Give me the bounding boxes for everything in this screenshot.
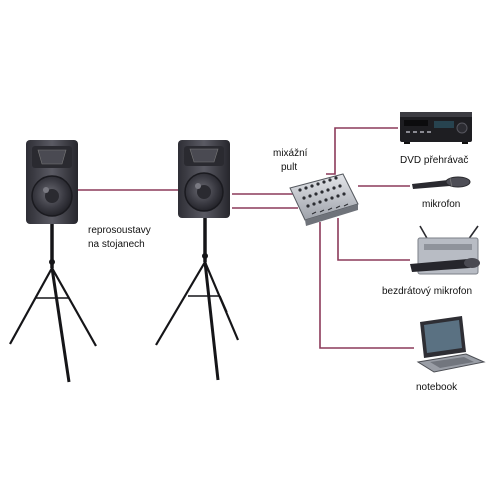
cable-mixer-to-notebook (319, 222, 414, 349)
notebook-computer (416, 316, 486, 373)
stand-left (9, 224, 97, 383)
mixer-console (289, 173, 359, 226)
mixer-label-line2: pult (281, 162, 297, 173)
speakers-label-line2: na stojanech (88, 239, 145, 250)
microphone (412, 176, 471, 189)
speaker-right (178, 140, 230, 218)
dvd-player (400, 112, 472, 144)
speakers-label-line1: reprosoustavy (88, 225, 151, 236)
speaker-left (26, 140, 78, 224)
notebook-label: notebook (416, 382, 458, 393)
wireless-mic-label: bezdrátový mikrofon (382, 286, 472, 297)
mixer-label-line1: mixážní (273, 148, 308, 159)
stand-right (155, 218, 240, 381)
wireless-mic-set (410, 225, 480, 275)
mic-label: mikrofon (422, 199, 460, 210)
cable-mixer-to-wireless (337, 218, 410, 261)
cables (78, 127, 414, 349)
dvd-label: DVD přehrávač (400, 155, 468, 166)
cable-mixer-to-dvd (326, 127, 398, 175)
